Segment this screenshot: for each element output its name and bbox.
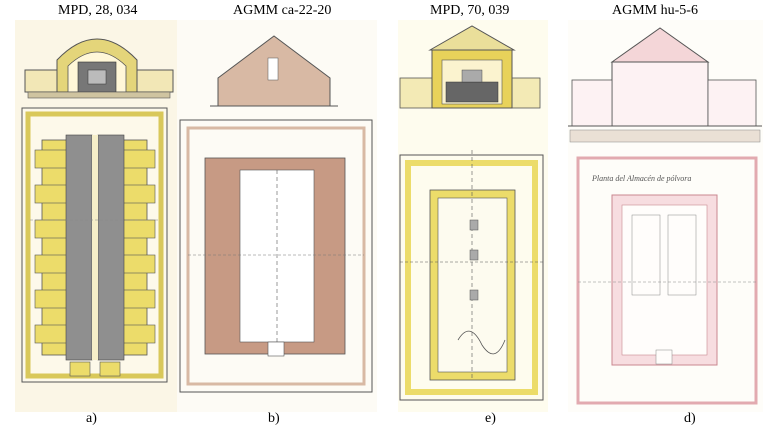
panel-d-elevation (568, 27, 762, 143)
panel-a-elevation (24, 38, 174, 99)
panel-c-elevation (399, 25, 541, 109)
sublabel-d: d) (684, 411, 696, 426)
panel-c-plan (399, 150, 545, 401)
panel-a-plan (21, 107, 168, 383)
caption-b: AGMM ca-22-20 (233, 3, 332, 18)
caption-c: MPD, 70, 039 (430, 3, 510, 18)
caption-a: MPD, 28, 034 (58, 3, 138, 18)
panel-a (15, 20, 180, 412)
sublabel-b: b) (268, 411, 280, 426)
panel-b (177, 20, 377, 412)
panel-d-plan (576, 156, 758, 405)
panel-b-plan (179, 119, 373, 393)
panel-d (568, 20, 763, 412)
panel-b-elevation (210, 35, 338, 107)
caption-d: AGMM hu-5-6 (612, 3, 698, 18)
panel-c (398, 20, 548, 412)
sublabel-c: e) (485, 411, 496, 426)
plan-d-inscription: Planta del Almacén de pólvora (592, 174, 692, 183)
sublabel-a: a) (86, 411, 97, 426)
